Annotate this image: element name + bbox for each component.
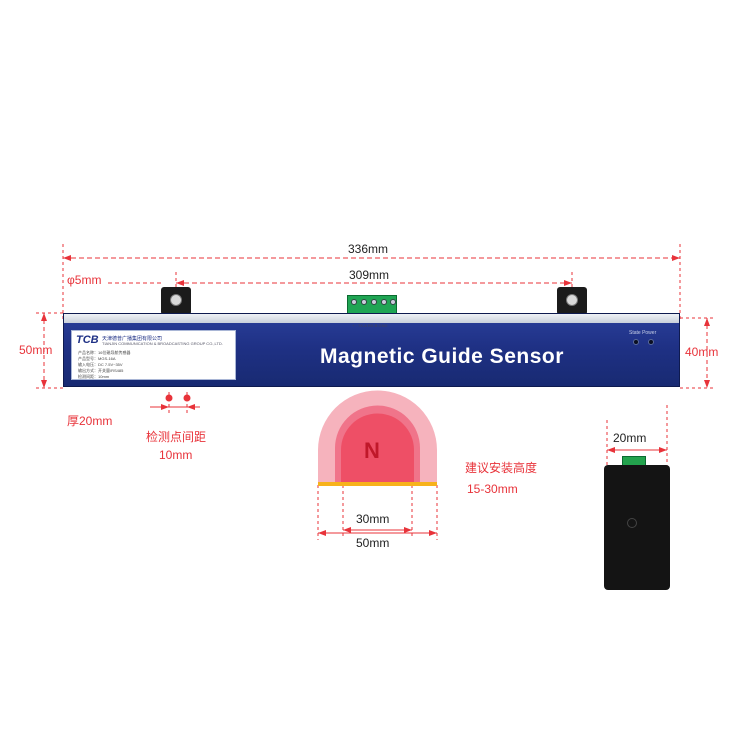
indicator-labels: State Power [629, 330, 657, 336]
magnet-core [341, 413, 414, 483]
company-name-en: TIANJIN COMMUNICATION & BROADCASTING GRO… [102, 341, 223, 346]
product-name: Magnetic Guide Sensor [320, 345, 564, 368]
spec-line: 产品名称：16位磁导航传感器 [78, 350, 131, 355]
state-led-icon [633, 339, 639, 345]
terminal-pin-labels: + - TX-A RX-B GND [352, 323, 388, 328]
mounting-bracket-right [557, 287, 587, 315]
side-mounting-hole-icon [627, 518, 637, 528]
mounting-bracket-left [161, 287, 191, 315]
install-height-value: 15-30mm [467, 482, 518, 496]
right-height-label: 40mm [685, 345, 719, 359]
detect-spacing-title: 检测点间距 [146, 430, 207, 444]
total-length-label: 336mm [348, 242, 389, 256]
magnet-outer-width-label: 50mm [356, 536, 390, 550]
magnet-inner-width-label: 30mm [356, 512, 390, 526]
mounting-hole-icon [566, 294, 578, 306]
install-height-title: 建议安装高度 [465, 461, 538, 475]
magnet-tape [318, 482, 437, 486]
mounting-hole-icon [170, 294, 182, 306]
spec-line: 检测间距：10mm [78, 374, 110, 379]
hole-diameter-label: φ5mm [67, 273, 102, 287]
spec-line: 输入电压：DC 7.5V~35V [78, 362, 123, 367]
left-height-label: 50mm [19, 343, 53, 357]
spec-line: 产品型号：MGS-16A [78, 356, 116, 361]
side-view-housing [604, 465, 670, 590]
brand-logo: TCB [76, 334, 99, 346]
hole-spacing-label: 309mm [349, 268, 390, 282]
side-width-label: 20mm [613, 431, 647, 445]
product-label-plate: TCB 天津德普广播集团有限公司 TIANJIN COMMUNICATION &… [71, 330, 236, 380]
detect-spacing-value: 10mm [159, 448, 193, 462]
terminal-block [347, 295, 397, 315]
company-name-cn: 天津德普广播集团有限公司 [102, 336, 163, 342]
spec-line: 输出方式：开关量/RS485 [78, 368, 124, 373]
sensor-top-strip [64, 314, 679, 323]
thickness-label: 厚20mm [67, 414, 113, 428]
power-led-icon [648, 339, 654, 345]
magnet-pole-label: N [364, 438, 380, 463]
